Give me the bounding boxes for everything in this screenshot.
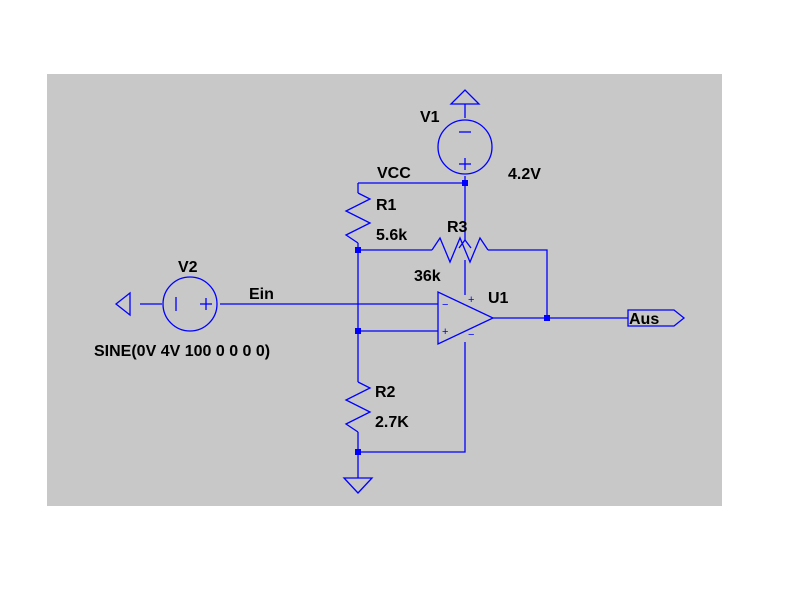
junctions xyxy=(355,180,550,455)
wire-u1-neg-supply xyxy=(358,342,466,453)
r1-value: 5.6k xyxy=(376,227,407,244)
r3-name: R3 xyxy=(447,219,468,236)
wires xyxy=(140,104,628,478)
potentiometer-wiper-icon xyxy=(458,238,472,249)
wire-r3-right xyxy=(488,249,548,318)
junction-vcc xyxy=(462,180,468,186)
potentiometer-r3-icon xyxy=(431,236,489,264)
opamp-noninverting-symbol: + xyxy=(442,326,448,338)
resistor-r1-icon[interactable] xyxy=(344,192,372,244)
v1-circle xyxy=(437,119,493,175)
resistor-r2-icon[interactable] xyxy=(344,381,372,433)
opamp-vminus-symbol: − xyxy=(468,329,474,341)
junction-gnd xyxy=(355,449,361,455)
opamp-vplus-symbol: + xyxy=(468,294,474,306)
junction-plus xyxy=(355,328,361,334)
v2-circle xyxy=(162,276,218,332)
v1-value: 4.2V xyxy=(508,166,541,183)
r2-value: 2.7K xyxy=(375,414,409,431)
voltage-source-v1[interactable] xyxy=(437,89,493,175)
opamp-inverting-symbol: − xyxy=(442,299,448,311)
u1-name: U1 xyxy=(488,290,509,307)
v2-value: SINE(0V 4V 100 0 0 0 0) xyxy=(94,343,270,360)
opamp-u1[interactable]: − + + − xyxy=(437,290,495,346)
output-port-icon[interactable] xyxy=(627,309,686,327)
r3-value: 36k xyxy=(414,268,441,285)
net-label-vcc: VCC xyxy=(377,165,411,182)
r2-name: R2 xyxy=(375,384,396,401)
junction-out xyxy=(544,315,550,321)
potentiometer-r3[interactable] xyxy=(431,236,489,264)
r1-name: R1 xyxy=(376,197,397,214)
v2-ground-flag-icon xyxy=(114,291,131,317)
net-label-aus: Aus xyxy=(629,311,659,328)
opamp-triangle-icon xyxy=(437,290,495,346)
junction-r1 xyxy=(355,247,361,253)
net-label-ein: Ein xyxy=(249,286,274,303)
v1-name: V1 xyxy=(420,109,440,126)
ground-icon xyxy=(342,477,374,494)
v2-name: V2 xyxy=(178,259,198,276)
voltage-source-v2[interactable] xyxy=(114,276,218,332)
schematic-canvas xyxy=(47,74,722,506)
v1-top-flag-icon xyxy=(449,89,481,105)
